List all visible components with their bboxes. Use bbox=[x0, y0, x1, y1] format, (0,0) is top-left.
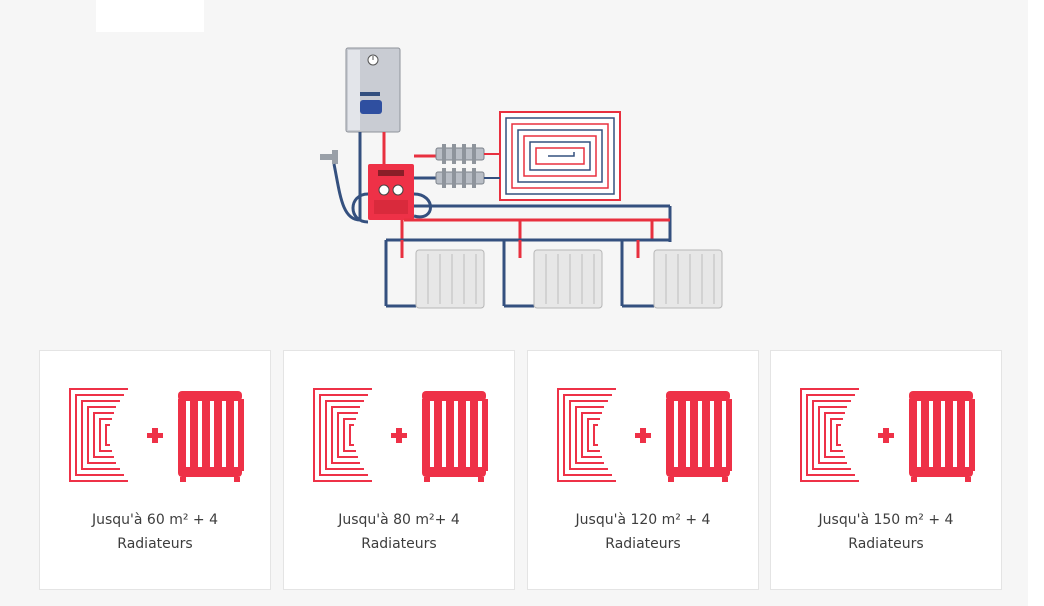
floor-plus-radiator-graphic bbox=[557, 388, 732, 482]
radiator-icon bbox=[666, 391, 732, 482]
option-caption: Jusqu'à 60 m² + 4 Radiateurs bbox=[40, 508, 270, 556]
option-radiators-label: Radiateurs bbox=[848, 536, 924, 552]
option-card-150m2[interactable]: Jusqu'à 150 m² + 4 Radiateurs bbox=[770, 350, 1002, 590]
radiator-diagram-2 bbox=[533, 249, 603, 309]
option-caption: Jusqu'à 150 m² + 4 Radiateurs bbox=[771, 508, 1001, 556]
pump-group-icon bbox=[368, 164, 414, 220]
plus-icon bbox=[147, 428, 163, 443]
option-card-120m2[interactable]: Jusqu'à 120 m² + 4 Radiateurs bbox=[527, 350, 759, 590]
radiator-icon bbox=[422, 391, 488, 482]
floor-heating-coil-icon bbox=[800, 388, 859, 482]
option-radiators-label: Radiateurs bbox=[361, 536, 437, 552]
option-area-label: Jusqu'à 80 m²+ 4 bbox=[338, 512, 460, 528]
plus-icon bbox=[635, 428, 651, 443]
radiator-icon bbox=[909, 391, 975, 482]
floor-heating-coil-icon bbox=[69, 388, 128, 482]
boiler-icon bbox=[345, 47, 401, 133]
radiator-diagram-1 bbox=[415, 249, 485, 309]
option-card-80m2[interactable]: Jusqu'à 80 m²+ 4 Radiateurs bbox=[283, 350, 515, 590]
plus-icon bbox=[391, 428, 407, 443]
floor-heating-coil-icon bbox=[557, 388, 616, 482]
option-card-60m2[interactable]: Jusqu'à 60 m² + 4 Radiateurs bbox=[39, 350, 271, 590]
radiator-diagram-3 bbox=[653, 249, 723, 309]
floor-plus-radiator-graphic bbox=[800, 388, 975, 482]
floor-heating-coil-icon bbox=[313, 388, 372, 482]
manifold-icon bbox=[435, 144, 485, 188]
floor-plus-radiator-graphic bbox=[69, 388, 244, 482]
top-tab bbox=[96, 0, 204, 32]
floor-heating-coil-diagram bbox=[499, 111, 621, 201]
option-area-label: Jusqu'à 60 m² + 4 bbox=[92, 512, 218, 528]
heating-system-diagram bbox=[320, 47, 723, 309]
floor-plus-radiator-graphic bbox=[313, 388, 488, 482]
option-caption: Jusqu'à 120 m² + 4 Radiateurs bbox=[528, 508, 758, 556]
option-area-label: Jusqu'à 120 m² + 4 bbox=[575, 512, 711, 528]
option-area-label: Jusqu'à 150 m² + 4 bbox=[818, 512, 954, 528]
radiator-icon bbox=[178, 391, 244, 482]
option-caption: Jusqu'à 80 m²+ 4 Radiateurs bbox=[284, 508, 514, 556]
option-radiators-label: Radiateurs bbox=[117, 536, 193, 552]
plus-icon bbox=[878, 428, 894, 443]
faucet-icon bbox=[320, 150, 361, 222]
option-radiators-label: Radiateurs bbox=[605, 536, 681, 552]
page-right-edge bbox=[1028, 0, 1044, 606]
